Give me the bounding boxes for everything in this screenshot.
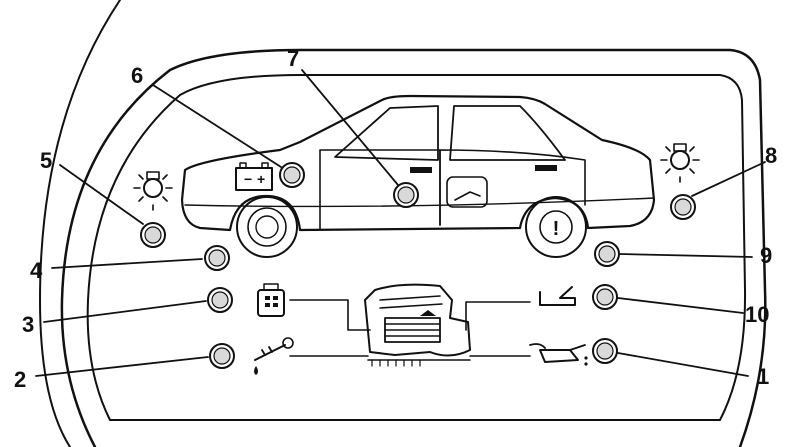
callout-1: 1	[757, 364, 769, 389]
callout-7: 7	[287, 46, 299, 71]
leader-line-6	[152, 84, 282, 168]
car-side-icon: !	[180, 94, 656, 258]
indicator-lamp-10	[592, 284, 618, 310]
indicator-lamps	[140, 162, 696, 369]
indicator-lamp-4	[204, 245, 230, 271]
light-bulb-icon	[660, 143, 700, 183]
callout-8: 8	[765, 143, 777, 168]
indicator-lamp-3	[207, 287, 233, 313]
leader-line-10	[617, 297, 744, 314]
battery-icon: − +	[235, 162, 273, 191]
leader-line-2	[35, 356, 209, 377]
indicator-lamp-9	[594, 241, 620, 267]
callout-2: 2	[14, 367, 26, 392]
leader-line-9	[619, 253, 753, 258]
indicator-lamp-6	[279, 162, 305, 188]
leader-line-8	[691, 161, 766, 197]
brake-fluid-icon	[254, 337, 294, 375]
leader-line-1	[617, 352, 749, 377]
panel-outline	[39, 0, 767, 447]
light-bulb-icon	[133, 171, 173, 211]
engine-icon	[364, 283, 471, 367]
callout-9: 9	[760, 243, 772, 268]
leader-line-7	[301, 69, 399, 186]
callout-3: 3	[22, 312, 34, 337]
battery-minus-label: −	[244, 171, 252, 187]
callout-5: 5	[40, 148, 52, 173]
callout-4: 4	[30, 258, 43, 283]
callout-6: 6	[131, 63, 143, 88]
brake-warning-glyph: !	[553, 218, 560, 240]
indicator-lamp-8	[670, 194, 696, 220]
oil-level-icon	[539, 286, 576, 306]
indicator-lamp-7	[393, 182, 419, 208]
coolant-tank-icon	[257, 283, 285, 317]
indicator-lamp-5	[140, 222, 166, 248]
leader-line-4	[51, 258, 203, 269]
connector-lines	[289, 299, 531, 357]
indicator-lamp-2	[209, 343, 235, 369]
indicator-lamp-1	[592, 338, 618, 364]
callout-10: 10	[745, 302, 769, 327]
battery-plus-label: +	[257, 171, 265, 187]
leader-line-3	[43, 300, 207, 323]
oil-can-icon	[529, 343, 588, 366]
leader-line-5	[59, 164, 144, 225]
leader-lines	[35, 69, 766, 377]
